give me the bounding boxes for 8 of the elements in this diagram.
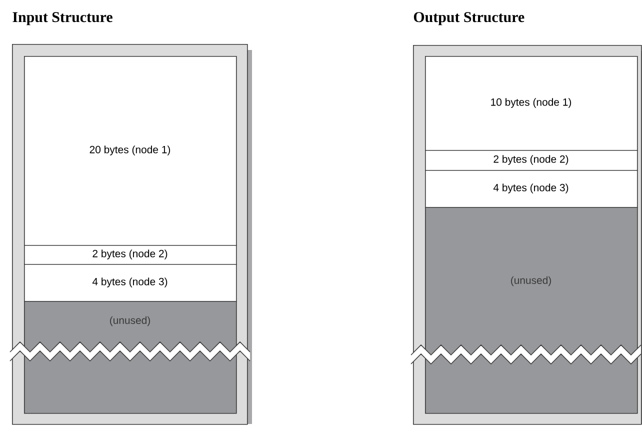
memory-block: (unused) (425, 206, 638, 414)
heading: Input Structure (12, 12, 112, 26)
memory-block: (unused) (24, 301, 237, 414)
memory-block: 2 bytes (node 2) (425, 150, 638, 171)
memory-block: 4 bytes (node 3) (425, 170, 638, 208)
memory-block: 2 bytes (node 2) (24, 244, 237, 265)
heading: Output Structure (414, 12, 524, 26)
memory-block: 4 bytes (node 3) (24, 264, 237, 302)
